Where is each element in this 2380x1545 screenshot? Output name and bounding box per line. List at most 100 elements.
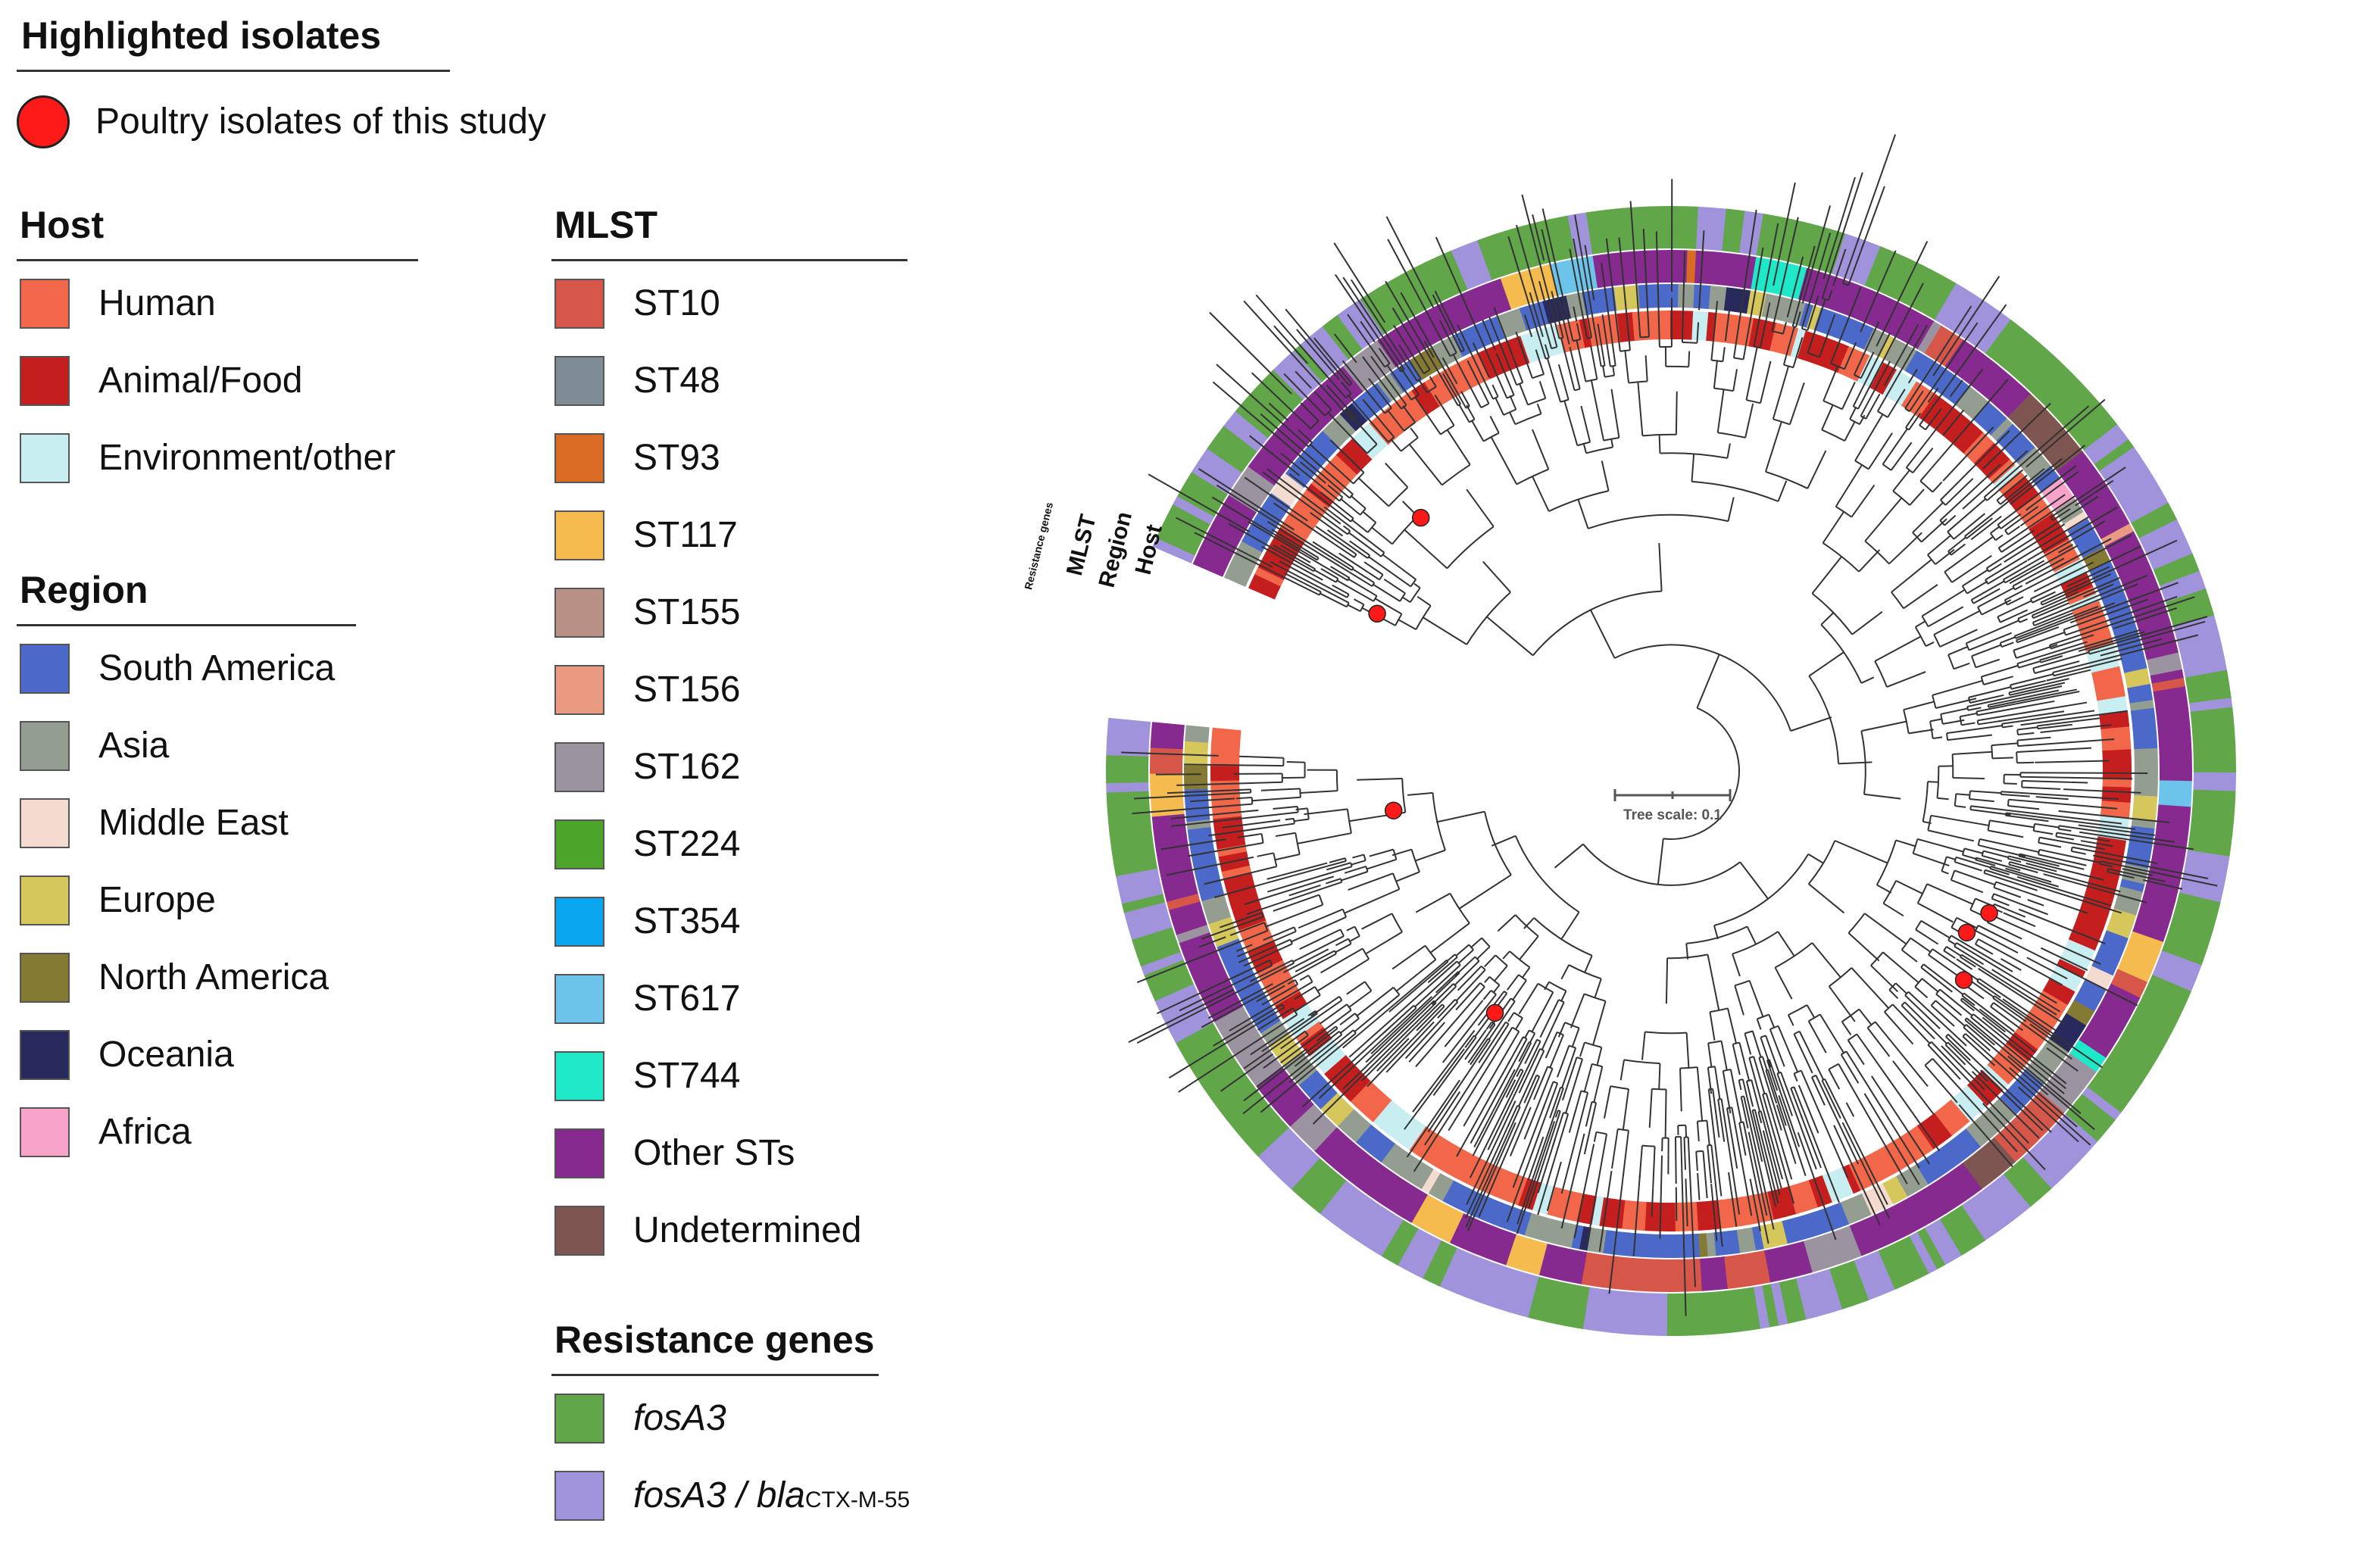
tree-branch xyxy=(1951,554,1992,583)
tree-branch xyxy=(1946,856,1956,860)
ring-segment xyxy=(1854,1193,1872,1219)
ring-segment xyxy=(1756,214,1792,261)
tree-branch xyxy=(1841,1050,1847,1056)
tree-branch xyxy=(1273,545,1316,570)
tree-branch xyxy=(1299,974,1310,982)
ring-segment xyxy=(1424,370,1459,407)
ring-segment xyxy=(2191,789,2236,821)
ring-segment xyxy=(1923,1219,1962,1266)
tree-branch xyxy=(1506,1117,1546,1222)
tree-branch xyxy=(1972,1013,1988,1027)
tree-branch xyxy=(2001,793,2030,797)
tree-branch xyxy=(1488,975,1501,986)
tree-branch xyxy=(1311,1032,1357,1070)
tree-branch xyxy=(1986,557,2004,570)
tree-branch xyxy=(2063,619,2091,631)
tree-branch xyxy=(1382,1004,1415,1035)
tree-branch xyxy=(1523,1110,1537,1140)
tree-branch xyxy=(1977,587,2015,608)
resistance-legend-rule xyxy=(551,1374,879,1376)
legend-swatch xyxy=(20,1107,70,1157)
tree-branch xyxy=(2051,520,2106,553)
tree-branch xyxy=(1340,498,1361,516)
tree-branch xyxy=(1716,1191,1723,1247)
tree-branch xyxy=(1709,1011,1716,1041)
tree-branch xyxy=(1904,407,1910,413)
tree-branch xyxy=(2066,566,2110,588)
region-legend-rule xyxy=(17,624,356,626)
tree-branch xyxy=(1414,964,1461,1008)
tree-branch xyxy=(1792,325,1797,329)
tree-branch xyxy=(1612,367,1616,376)
tree-branch xyxy=(1776,1073,1794,1116)
tree-branch xyxy=(1744,1030,1754,1035)
ring-segment xyxy=(1408,1125,1445,1163)
tree-branch xyxy=(2016,876,2111,907)
tree-branch xyxy=(1969,798,1994,803)
tree-branch xyxy=(1742,319,1751,360)
tree-branch xyxy=(2000,636,2016,644)
tree-branch xyxy=(1402,405,1416,423)
tree-branch xyxy=(1454,956,1476,977)
tree-branch xyxy=(2057,832,2079,838)
ring-segment xyxy=(2144,975,2191,1010)
tree-branch xyxy=(1486,994,1497,1007)
tree-branch xyxy=(1507,1038,1528,1075)
ring-segment xyxy=(1841,1164,1861,1194)
tree-branch xyxy=(2050,502,2073,518)
tree-branch xyxy=(1412,1006,1445,1041)
tree-branch xyxy=(1472,1067,1520,1156)
tree-branch xyxy=(1983,685,2063,704)
tree-branch xyxy=(1295,950,1335,972)
tree-branch xyxy=(1483,432,1500,442)
ring-segment xyxy=(1933,1099,1970,1137)
tree-branch xyxy=(1283,373,1304,395)
ring-segment xyxy=(1223,871,1257,902)
tree-branch xyxy=(1532,429,1550,470)
ring-segment xyxy=(1179,931,1219,968)
tree-branch xyxy=(1739,861,1769,900)
ring-segment xyxy=(2153,553,2200,587)
tree-branch xyxy=(1771,1112,1793,1180)
tree-branch xyxy=(1874,635,1922,662)
tree-branch xyxy=(1317,1029,1354,1060)
ring-segment xyxy=(1698,1257,1719,1291)
tree-branch xyxy=(1298,908,1344,929)
tree-branch xyxy=(1919,480,1934,493)
tree-branch xyxy=(1987,704,1990,708)
tree-branch xyxy=(1965,1033,2007,1071)
tree-branch xyxy=(1798,1031,1825,1081)
tree-branch xyxy=(1179,985,1231,1012)
tree-branch xyxy=(1710,1007,1729,1013)
tree-branch xyxy=(1121,751,1219,757)
tree-branch xyxy=(2059,545,2141,586)
tree-branch xyxy=(1724,310,1731,342)
tree-branch xyxy=(1518,1048,1541,1094)
tree-branch xyxy=(1357,477,1390,507)
tree-branch xyxy=(2042,678,2069,686)
tree-branch xyxy=(1641,1032,1646,1060)
tree-branch xyxy=(2040,724,2112,733)
tree-branch xyxy=(1857,369,1879,410)
tree-branch xyxy=(2035,796,2069,801)
tree-branch xyxy=(1218,788,1251,792)
tree-branch xyxy=(1781,1097,1801,1147)
tree-branch xyxy=(1395,871,1420,882)
tree-branch xyxy=(2016,644,2058,659)
tree-branch xyxy=(1807,295,1819,331)
tree-branch xyxy=(1378,348,1391,364)
tree-branch xyxy=(1962,450,2029,510)
tree-branch xyxy=(1863,793,1901,800)
tree-branch xyxy=(2008,855,2025,861)
ring-segment xyxy=(1254,369,1304,419)
ring-segment xyxy=(1335,438,1373,475)
ring-segment xyxy=(1963,432,1995,464)
legend-label: ST224 xyxy=(633,824,741,864)
tree-branch xyxy=(1960,940,2013,972)
tree-branch xyxy=(1746,399,1761,404)
tree-branch xyxy=(1326,860,1347,868)
tree-branch xyxy=(1532,476,1550,512)
tree-branch xyxy=(1528,1119,1559,1209)
tree-branch xyxy=(1295,807,1308,810)
tree-branch xyxy=(1915,920,1922,930)
